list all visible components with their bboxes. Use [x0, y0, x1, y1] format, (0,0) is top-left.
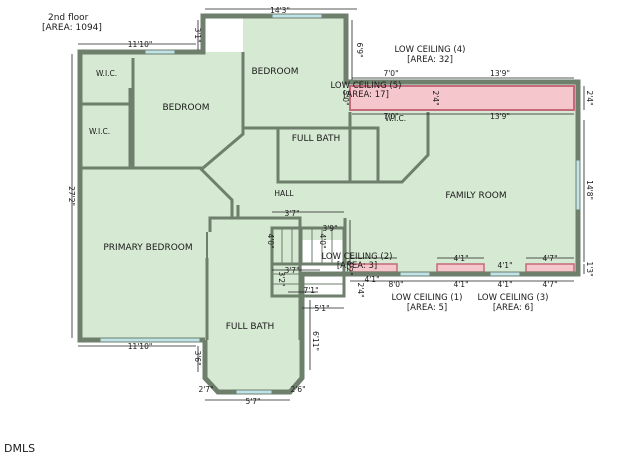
low-ceiling-1-zone	[436, 263, 485, 273]
dimension-label: 2'4"	[431, 90, 440, 105]
dimension-label: 2'7"	[198, 385, 213, 394]
dimension-label: 3'9"	[322, 224, 337, 233]
dimension-label: 2'4"	[356, 282, 365, 297]
full-bath-label: FULL BATH	[292, 134, 341, 144]
dimension-label: 27'2"	[67, 186, 76, 206]
low-ceiling-2-area: [AREA: 3]	[337, 261, 377, 271]
stair-treads	[272, 228, 344, 285]
window	[489, 271, 521, 277]
dimension-label: 4'1"	[497, 280, 512, 289]
dimension-label: 13'9"	[490, 69, 510, 78]
dimension-label: 8'0"	[388, 280, 403, 289]
wic-label: W.I.C.	[89, 127, 110, 136]
dimension-label: 4'1"	[453, 280, 468, 289]
low-ceiling-1-title: LOW CEILING (1)	[392, 293, 463, 303]
dimension-label: 3'1"	[193, 27, 202, 42]
low-ceiling-4-area: [AREA: 32]	[407, 55, 453, 65]
dimension-label: 4'0"	[266, 233, 275, 248]
dimension-label: 7'0"	[383, 112, 398, 121]
dimension-labels: 14'3" 11'10" 11'10" 27'2" 3'1" 6'9" 7'0"…	[67, 6, 594, 406]
low-ceiling-zones	[349, 85, 575, 273]
low-ceiling-1-area: [AREA: 5]	[407, 303, 447, 313]
dimension-label: 5'0"	[341, 90, 350, 105]
low-ceiling-5-area: [AREA: 17]	[343, 90, 389, 100]
low-ceiling-3-title: LOW CEILING (3)	[478, 293, 549, 303]
dimension-label: 4'7"	[542, 280, 557, 289]
dimension-label: 6'11"	[311, 331, 320, 351]
dimension-label: 14'3"	[270, 6, 290, 15]
dimension-label: 4'0"	[318, 233, 327, 248]
low-ceiling-2-title: LOW CEILING (2)	[322, 252, 393, 262]
window	[399, 271, 431, 277]
low-ceiling-4-zone	[349, 85, 575, 111]
low-ceiling-3-zone	[525, 263, 575, 273]
dimension-label: 4'1"	[453, 254, 468, 263]
window	[575, 159, 581, 211]
dimension-label: 4'7"	[542, 254, 557, 263]
wic-label: W.I.C.	[96, 69, 117, 78]
dimension-label: 6'9"	[355, 42, 364, 57]
window	[235, 389, 273, 395]
floor-label: 2nd floor	[48, 13, 89, 23]
dimension-label: 3'2"	[277, 271, 286, 286]
low-ceiling-4-title: LOW CEILING (4)	[395, 45, 466, 55]
low-ceiling-3-area: [AREA: 6]	[493, 303, 533, 313]
dimension-label: 4'1"	[364, 275, 379, 284]
hall-label: HALL	[274, 189, 294, 198]
primary-bedroom-label: PRIMARY BEDROOM	[103, 243, 192, 253]
bedroom-label: BEDROOM	[163, 103, 210, 113]
dimension-label: 1'3"	[585, 261, 594, 276]
full-bath-label: FULL BATH	[226, 322, 275, 332]
dimension-label: 5'7"	[245, 397, 260, 406]
window	[144, 49, 176, 55]
window	[271, 13, 323, 19]
dimension-label: 3'6"	[193, 350, 202, 365]
dimension-label: 3'7"	[284, 266, 299, 275]
low-ceiling-5-title: LOW CEILING (5)	[331, 81, 402, 91]
dimension-lines	[71, 8, 585, 401]
dimension-label: 2'4"	[585, 90, 594, 105]
dimension-label: 7'0"	[383, 69, 398, 78]
dimension-label: 4'2"	[345, 260, 354, 275]
windows	[99, 13, 581, 395]
bedroom-label: BEDROOM	[252, 67, 299, 77]
family-room-label: FAMILY ROOM	[445, 191, 506, 201]
window	[99, 337, 201, 343]
dimension-label: 13'9"	[490, 112, 510, 121]
floor-area-label: [AREA: 1094]	[42, 23, 102, 33]
dimension-label: 2'6"	[290, 385, 305, 394]
mls-watermark: DMLS	[4, 442, 35, 455]
dimension-label: 3'7"	[284, 209, 299, 218]
dimension-label: 7'1"	[303, 286, 318, 295]
dimension-label: 14'8"	[585, 180, 594, 200]
dimension-label: 11'10"	[128, 40, 153, 49]
dimension-label: 5'1"	[314, 304, 329, 313]
dimension-label: 4'1"	[497, 261, 512, 270]
dimension-label: 11'10"	[128, 342, 153, 351]
wic-label: W.I.C.	[385, 114, 406, 123]
